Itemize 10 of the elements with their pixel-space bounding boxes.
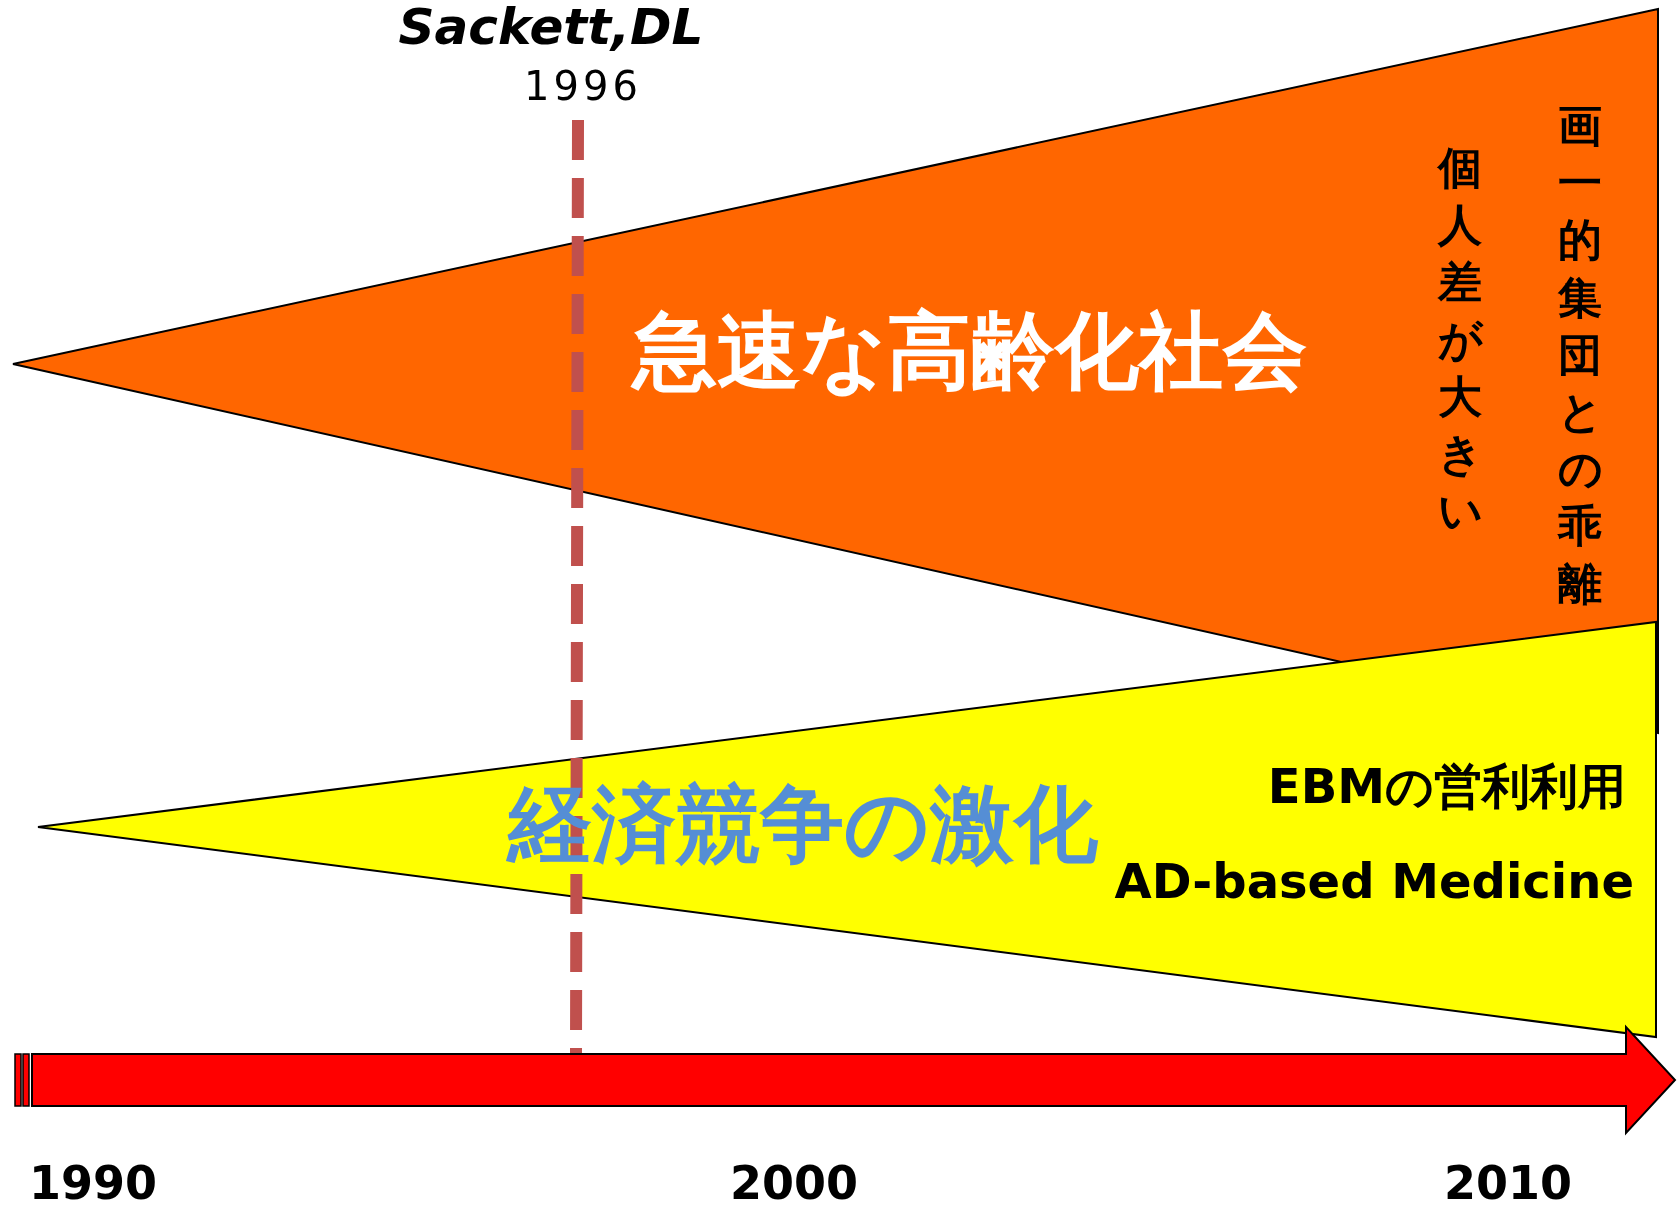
year-label: 2000 — [730, 1160, 858, 1205]
heading-text: 経済競争の激化 — [508, 782, 1098, 866]
year-label: 1996 — [524, 66, 642, 106]
note-text: AD-based Medicine — [1114, 857, 1634, 905]
author-label: Sackett,DL — [398, 2, 704, 52]
vertical-note: 個人差が大きい — [1438, 141, 1482, 539]
vertical-note: 画一的集団との乖離 — [1558, 99, 1602, 611]
year-label: 2010 — [1444, 1160, 1572, 1205]
note-text: EBMの営利利用 — [1267, 762, 1626, 810]
year-label: 1990 — [29, 1160, 157, 1205]
